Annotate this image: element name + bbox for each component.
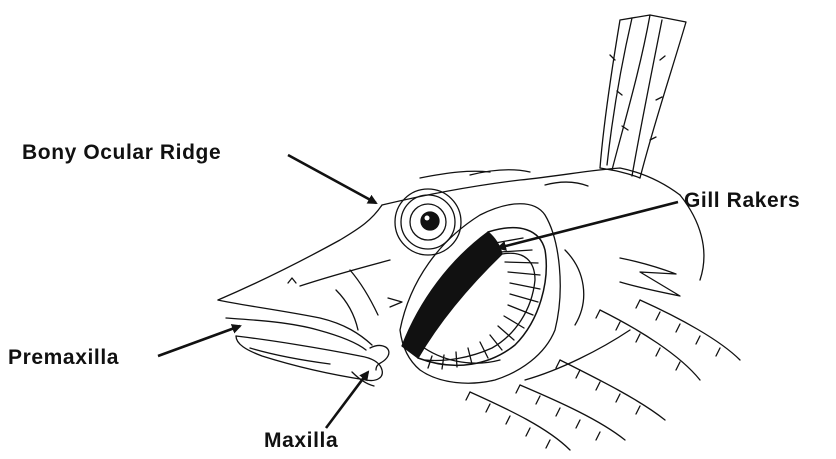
premaxilla-label: Premaxilla bbox=[8, 347, 119, 368]
gill-rakers-arrow bbox=[498, 202, 678, 248]
maxilla-arrow bbox=[326, 372, 368, 428]
jaw bbox=[236, 336, 389, 386]
gill-rakers-label: Gill Rakers bbox=[684, 190, 800, 211]
bony-ocular-ridge-arrow bbox=[288, 155, 376, 203]
pectoral-fin bbox=[466, 258, 740, 450]
premaxilla-arrow bbox=[158, 326, 240, 356]
maxilla-label: Maxilla bbox=[264, 430, 338, 451]
dorsal-spine bbox=[600, 15, 686, 178]
bony-ocular-ridge-label: Bony Ocular Ridge bbox=[22, 142, 221, 163]
eye bbox=[395, 189, 461, 255]
